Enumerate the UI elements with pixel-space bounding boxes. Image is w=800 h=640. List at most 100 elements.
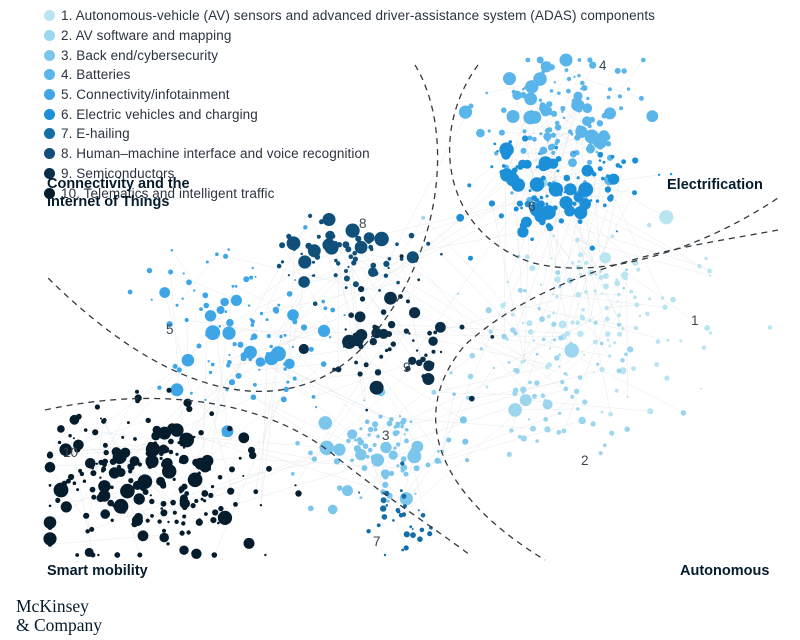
network-node-cluster-6	[564, 205, 576, 217]
legend-item: 5. Connectivity/infotainment	[44, 85, 655, 105]
network-node-cluster-10	[179, 530, 185, 536]
network-node-cluster-1	[532, 339, 536, 342]
network-node-cluster-3	[327, 504, 338, 515]
network-node-cluster-10	[92, 429, 99, 436]
network-node-cluster-6	[468, 255, 473, 261]
network-node-cluster-6	[529, 177, 545, 192]
network-node-cluster-1	[552, 293, 555, 296]
legend-item: 6. Electric vehicles and charging	[44, 104, 655, 124]
network-node-cluster-6	[576, 176, 580, 180]
network-node-cluster-6	[632, 157, 639, 164]
network-node-cluster-10	[57, 425, 65, 433]
network-node-cluster-2	[582, 399, 588, 405]
network-node-cluster-2	[616, 322, 621, 327]
network-edge	[92, 345, 200, 469]
network-node-cluster-1	[608, 344, 612, 348]
network-node-cluster-7	[383, 553, 387, 557]
network-edge	[577, 239, 711, 276]
network-node-cluster-10	[238, 456, 242, 460]
network-node-cluster-10	[94, 404, 100, 410]
network-node-cluster-5	[184, 317, 189, 323]
network-node-cluster-9	[369, 380, 384, 395]
network-node-cluster-1	[575, 237, 580, 243]
network-node-cluster-8	[328, 242, 332, 246]
network-node-cluster-1	[708, 331, 713, 335]
network-node-cluster-5	[343, 313, 346, 317]
network-edge	[568, 201, 710, 272]
network-node-cluster-7	[403, 545, 409, 551]
network-node-cluster-7	[396, 509, 401, 514]
network-node-cluster-5	[204, 398, 207, 401]
network-node-cluster-6	[619, 165, 623, 169]
network-node-cluster-1	[701, 345, 707, 350]
network-node-cluster-10	[84, 547, 94, 557]
network-node-cluster-3	[367, 447, 373, 453]
network-node-cluster-4	[546, 127, 553, 133]
network-node-cluster-10	[116, 464, 122, 470]
network-node-cluster-5	[150, 298, 153, 301]
network-node-cluster-10	[105, 511, 110, 517]
network-node-cluster-4	[575, 106, 581, 112]
network-node-cluster-1	[647, 408, 654, 415]
network-node-cluster-4	[577, 73, 581, 78]
network-node-cluster-4	[540, 61, 553, 73]
network-node-cluster-2	[519, 394, 532, 407]
network-node-cluster-10	[242, 474, 245, 477]
network-node-cluster-3	[307, 505, 314, 512]
network-node-cluster-6	[615, 163, 621, 168]
network-node-cluster-6	[546, 224, 554, 232]
legend-swatch	[44, 108, 55, 120]
cluster-number-9: 9	[403, 360, 411, 375]
network-edge	[353, 231, 523, 264]
network-edge	[200, 363, 324, 464]
network-node-cluster-8	[311, 274, 314, 277]
network-node-cluster-6	[554, 145, 558, 150]
network-node-cluster-2	[558, 411, 562, 415]
network-edge	[401, 258, 508, 340]
network-node-cluster-8	[368, 244, 374, 250]
network-edge	[164, 292, 192, 394]
network-node-cluster-8	[336, 261, 341, 266]
network-node-cluster-6	[548, 158, 559, 169]
network-edge	[574, 191, 710, 272]
network-node-cluster-9	[408, 332, 411, 335]
network-node-cluster-2	[539, 316, 545, 323]
legend-label: 4. Batteries	[61, 67, 131, 83]
network-node-cluster-9	[354, 360, 358, 365]
network-node-cluster-3	[359, 496, 363, 500]
network-node-cluster-4	[570, 132, 574, 136]
network-node-cluster-2	[544, 426, 551, 433]
network-node-cluster-1	[555, 295, 559, 299]
network-node-cluster-10	[259, 504, 263, 507]
network-node-cluster-10	[48, 484, 52, 487]
network-node-cluster-1	[621, 327, 625, 331]
network-node-cluster-2	[479, 347, 483, 351]
network-node-cluster-6	[534, 198, 540, 203]
network-node-cluster-7	[411, 528, 414, 530]
network-node-cluster-1	[617, 292, 621, 297]
network-edge	[416, 203, 521, 351]
network-node-cluster-1	[708, 274, 712, 277]
network-node-cluster-3	[390, 453, 395, 458]
network-node-cluster-1	[526, 320, 533, 327]
network-edge	[538, 108, 578, 155]
network-node-cluster-8	[370, 262, 377, 269]
network-node-cluster-9	[415, 349, 419, 352]
network-node-cluster-1	[485, 385, 489, 389]
network-node-cluster-1	[636, 267, 641, 272]
network-node-cluster-5	[228, 379, 236, 386]
network-node-cluster-10	[217, 521, 220, 525]
network-edge	[250, 261, 283, 320]
network-node-cluster-10	[57, 440, 62, 445]
legend-item: 8. Human–machine interface and voice rec…	[44, 144, 655, 164]
network-node-cluster-3	[353, 445, 361, 453]
network-node-cluster-5	[203, 302, 210, 309]
network-node-cluster-6	[552, 205, 558, 211]
network-node-cluster-10	[217, 475, 223, 480]
network-node-cluster-9	[342, 334, 357, 349]
network-edge	[441, 254, 550, 365]
network-node-cluster-2	[449, 371, 453, 375]
network-node-cluster-1	[670, 296, 676, 303]
network-node-cluster-10	[210, 485, 215, 489]
network-node-cluster-3	[365, 455, 370, 459]
